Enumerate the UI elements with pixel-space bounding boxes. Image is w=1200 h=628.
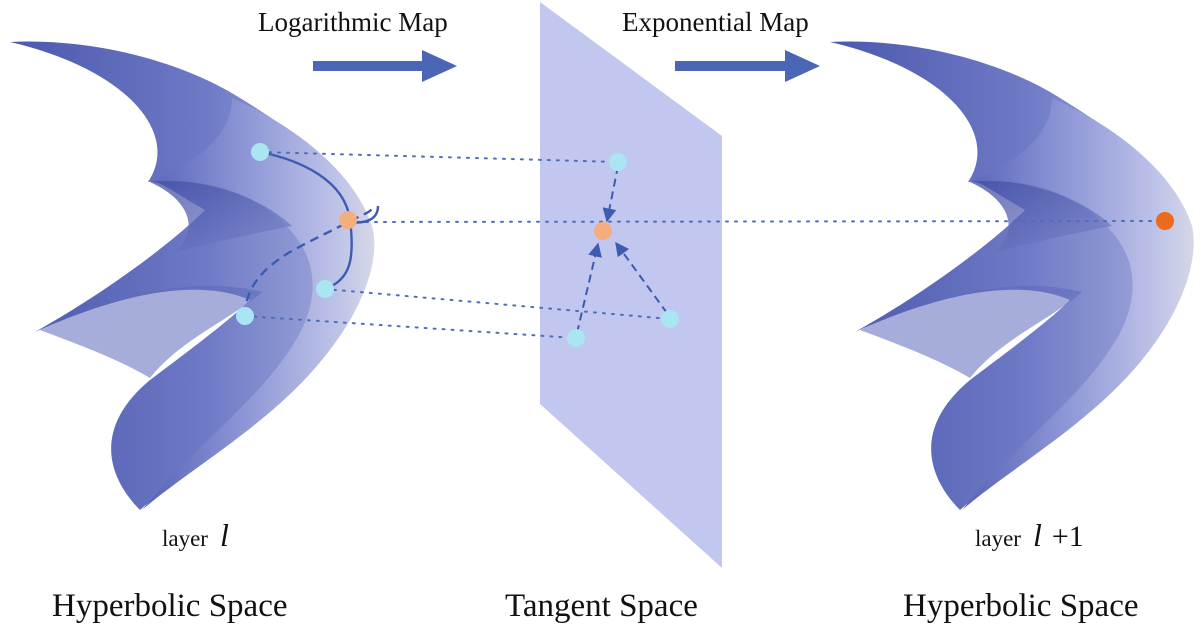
layer-variable: l	[1033, 517, 1042, 553]
aggregation-arrows	[576, 165, 668, 334]
layer-label-right: layer l +1	[975, 517, 1084, 553]
tangent-node-point	[661, 310, 679, 328]
surface-inner-fold	[860, 285, 1082, 378]
caption-left: Hyperbolic Space	[52, 588, 288, 624]
points	[236, 143, 1174, 347]
log-map-arrow	[313, 50, 457, 82]
node-point	[316, 280, 334, 298]
tangent-node-point	[609, 153, 627, 171]
exp-map-arrow	[675, 50, 820, 82]
aggregated-point-left	[339, 211, 357, 229]
caption-right: Hyperbolic Space	[903, 588, 1139, 624]
layer-offset: +1	[1052, 520, 1084, 553]
surface-fold-shadow	[150, 180, 292, 252]
hyperbolic-surface-right	[830, 41, 1194, 510]
caption-middle: Tangent Space	[505, 588, 698, 624]
surface-fold-shadow	[970, 180, 1112, 252]
surface-inner-fold	[40, 285, 262, 378]
projection-line	[347, 220, 1166, 223]
layer-variable: l	[220, 517, 229, 553]
output-point-right	[1156, 212, 1174, 230]
layer-prefix: layer	[975, 526, 1021, 551]
hyperbolic-surface-left	[10, 41, 375, 510]
layer-label-left: layer l	[162, 517, 229, 553]
surface-front-sheet	[142, 98, 375, 510]
exp-map-label: Exponential Map	[622, 7, 809, 37]
projection-line	[259, 151, 619, 163]
node-point	[236, 307, 254, 325]
projection-line	[244, 315, 576, 339]
geodesic-curve-dashed	[243, 205, 376, 317]
tangent-node-point	[567, 329, 585, 347]
surface-front-sheet	[962, 98, 1194, 510]
aggregation-arrow	[602, 165, 619, 223]
log-map-label: Logarithmic Map	[258, 7, 448, 37]
tangent-plane	[540, 2, 722, 568]
aggregation-arrow	[615, 241, 668, 314]
aggregation-arrow	[576, 242, 602, 334]
projection-line	[324, 288, 671, 320]
aggregated-point-tangent	[594, 222, 612, 240]
layer-prefix: layer	[162, 526, 208, 551]
projection-lines	[244, 151, 1166, 339]
node-point	[251, 143, 269, 161]
